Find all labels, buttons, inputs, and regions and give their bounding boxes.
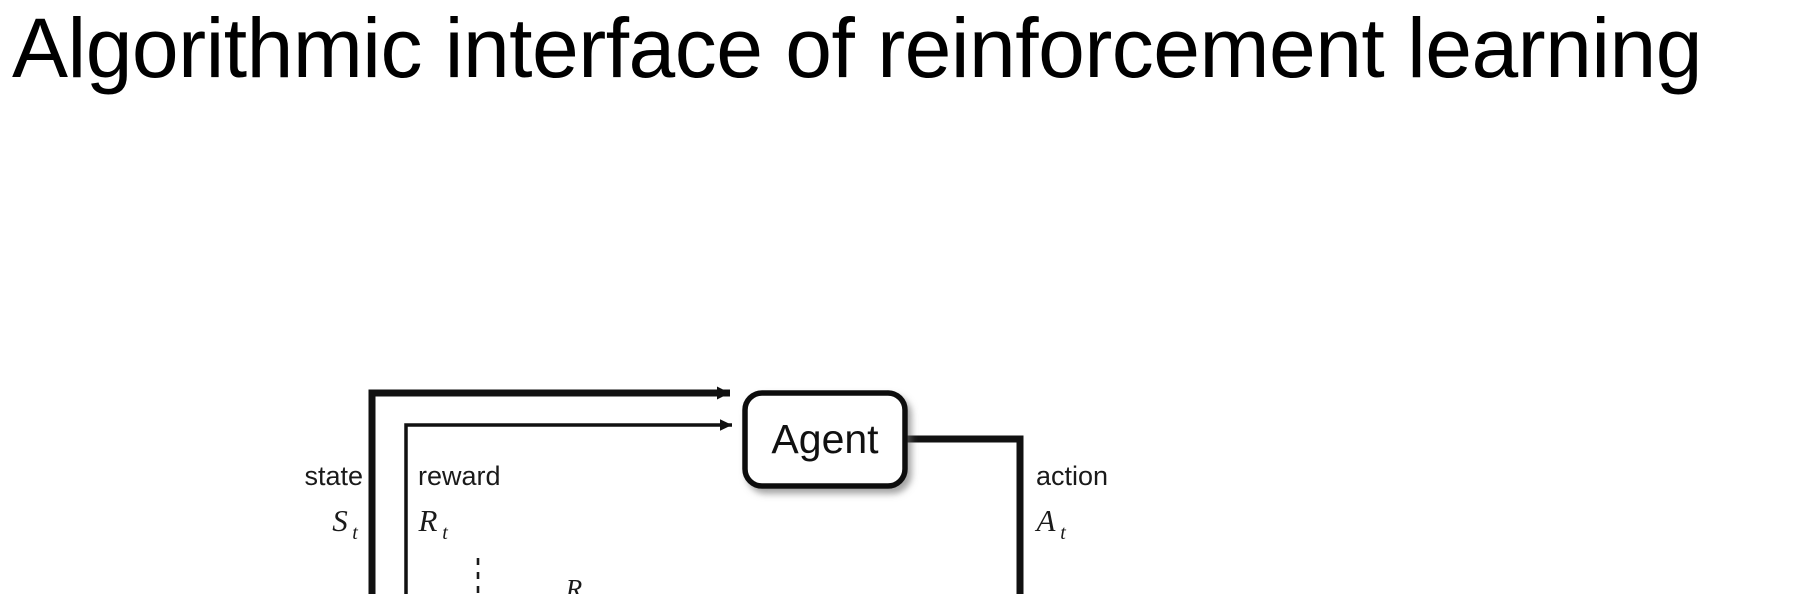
diagram-container: Agent Environment state S t reward R t [0,150,1820,594]
state-symbol-label: S [332,503,348,538]
next-reward-symbol-subscript: t+1 [589,590,614,594]
state-word-label: state [304,461,363,491]
action-arrow-line [905,435,1024,594]
reward-symbol-subscript: t [442,522,448,544]
state-label-group: state S t [304,461,363,544]
state-connector [368,386,730,594]
action-connector [905,435,1024,594]
reward-connector [404,419,732,594]
reward-arrow-line [404,419,732,594]
reward-label-group: reward R t [418,461,501,544]
next-reward-label-group: R t+1 [565,574,614,594]
state-arrow-line [368,386,730,594]
action-label-group: action A t [1035,461,1109,544]
next-reward-symbol-label: R [565,574,583,594]
agent-box-shape [742,390,908,489]
page-title: Algorithmic interface of reinforcement l… [12,1,1702,95]
reward-symbol-label: R [418,503,438,538]
agent-box-label: Agent [771,416,879,462]
action-symbol-subscript: t [1060,522,1066,544]
action-symbol-label: A [1035,503,1057,538]
state-symbol-subscript: t [352,522,358,544]
agent-environment-loop-diagram: Agent Environment state S t reward R t [304,386,1109,594]
reward-word-label: reward [418,461,501,491]
agent-box[interactable]: Agent [742,390,908,489]
action-word-label: action [1036,461,1108,491]
